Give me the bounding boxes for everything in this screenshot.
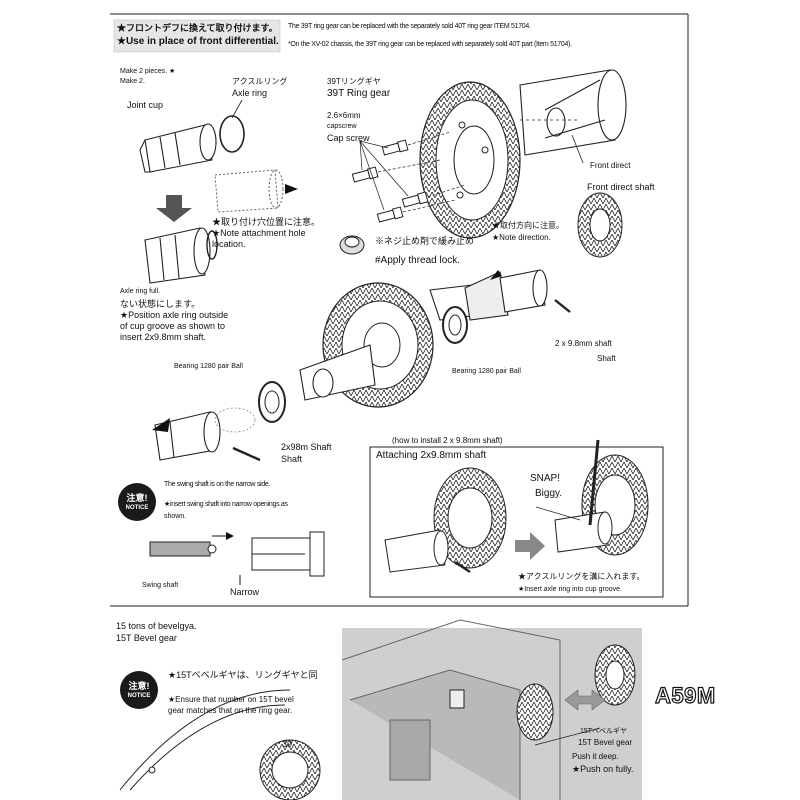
notice-badge-2-en: NOTICE [127,692,151,699]
joint-cup-mid-left [154,411,221,461]
swing-shaft-label: Swing shaft [142,582,179,589]
bevel-gear-label: 15T Bevel gear [578,738,633,747]
install-gear-left [433,467,507,569]
install-note-en: ★Insert axle ring into cup groove. [518,586,622,593]
bottom-left-drawing [119,689,321,800]
state-jp: ない状態にします。 [120,299,201,309]
cup-narrow [251,531,325,577]
joint-cup-top [139,123,217,173]
shaft-left-size: 2x98m Shaft [281,442,332,452]
joint-cup-label: Joint cup [127,100,164,110]
header-en: ★Use in place of front differential. [117,36,279,47]
notice-badge-1-jp: 注意! [126,492,148,503]
push-deep-label: Push it deep. [572,752,619,761]
make2-a: Make 2 pieces. ★ [120,68,176,75]
position-line-2: of cup groove as shown to [120,321,226,331]
hole-arrow [285,184,298,194]
install-cup-right [554,511,613,553]
diff-body [299,344,376,401]
bearing-left-label: Bearing 1280 pair Ball [174,363,243,370]
notice-badge-2-jp: 注意! [128,680,150,691]
header-box [113,19,281,53]
header-note-2: *On the XV-02 chassis, the 39T ring gear… [288,41,572,48]
ring-gear-39t [419,81,521,239]
photo-chassis [341,619,561,800]
install-title: Attaching 2x9.8mm shaft [376,450,487,461]
notice-badge-2: 注意! NOTICE [120,671,158,709]
install-note-jp: ★アクスルリングを溝に入れます。 [518,572,645,581]
bevel-notice-en-2: gear matches that on the ring gear. [168,706,293,715]
bevel-gear-15t [594,644,636,706]
shaft-left-label: Shaft [281,454,303,464]
bevel-notice-en-1: ★Ensure that number on 15T bevel [168,695,294,704]
front-direct-shaft-label: Front direct shaft [587,182,655,192]
attach-jp: ★取り付け穴位置に注意。 [212,217,321,227]
ring-gear-label: 39T Ring gear [327,88,391,99]
shaft-right-size: 2 x 9.8mm shaft [555,339,612,348]
gear-number: 39 [282,739,293,749]
shaft-arrow-left [152,418,170,432]
bearing-right [442,306,468,344]
joint-cup-mid-right [499,269,548,313]
position-line-1: ★Position axle ring outside [120,310,229,320]
notice-badge-1: 注意! NOTICE [118,483,156,521]
capscrew-label: capscrew [327,123,357,130]
direction-jp: ★取付方向に注意。 [492,221,564,230]
direction-en: ★Note direction. [492,233,551,242]
bottom-title-2: 15T Bevel gear [116,633,177,643]
make2-b: Make 2. [120,78,145,85]
header-jp: ★フロントデフに換えて取り付けます。 [117,23,278,33]
watermark: A59M [654,682,716,708]
swap-arrows [564,689,606,711]
front-direct-shaft-part [577,192,623,258]
thread-lock [339,235,365,255]
push-fully-label: ★Push on fully. [572,764,634,774]
front-direct-label: Front direct [590,161,631,170]
cap-screw-label: Cap screw [327,133,370,143]
notice1-line-2: ★insert swing shaft into narrow openings… [164,501,288,508]
attach-en: ★Note attachment hole [212,228,306,238]
bevel-gear-jp: 15Tベベルギヤ [580,728,628,735]
snap-label: SNAP! [530,473,561,484]
bearing-right-label: Bearing 1280 pair Ball [452,368,521,375]
position-line-3: insert 2x9.8mm shaft. [120,332,207,342]
notice-badge-1-en: NOTICE [125,504,149,511]
screw-size: 2.6×6mm [327,111,361,120]
attach-en-2: location. [212,239,246,249]
install-arrow [515,532,545,560]
install-how: (how to install 2 x 9.8mm shaft) [392,436,503,445]
narrow-label: Narrow [230,587,260,597]
thread-lock-en: #Apply thread lock. [375,255,461,266]
install-box [369,446,664,598]
shaft-right-label: Shaft [597,354,616,363]
biggy-label: Biggy. [535,488,563,499]
front-direct-shaft [519,69,627,156]
ring-gear-jp: 39Tリングギヤ [327,77,381,86]
bevel-notice-jp: ★15Tベベルギヤは、リングギヤと同 [168,670,318,680]
cap-screws [351,139,429,223]
notice1-line-3: shown. [164,513,187,520]
screwdriver [588,439,600,526]
swing-shaft [149,541,217,557]
axle-ring-label: Axle ring [232,88,268,98]
axle-ring-top [219,115,245,153]
down-arrow [156,195,192,222]
axle-ring-jp: アクスルリング [232,77,288,86]
thread-lock-jp: ※ネジ止め剤で緩み止め [375,236,475,246]
joint-cup-lower [144,227,211,284]
header-note-1: The 39T ring gear can be replaced with t… [288,23,531,30]
joint-cup-dotted [214,169,284,213]
bearing-left [258,381,286,423]
bottom-title-1: 15 tons of bevelgya. [116,621,197,631]
axle-full-label: Axle ring full. [120,288,161,295]
notice1-line-1: The swing shaft is on the narrow side. [164,481,271,488]
install-cup-left [384,529,449,573]
shaft-arrow-right [490,270,502,280]
